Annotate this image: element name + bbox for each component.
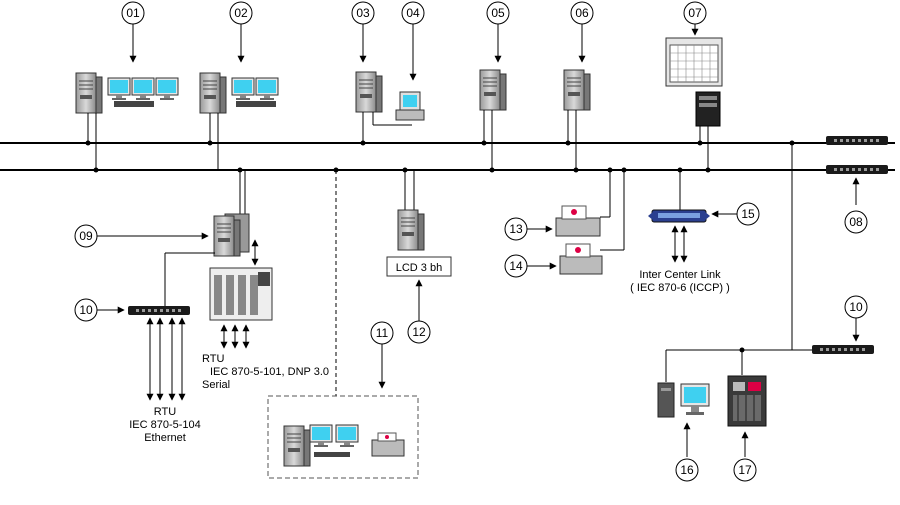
callout-06: 06 [570,1,594,25]
callout-15: 15 [736,202,760,226]
svg-text:10: 10 [79,303,93,317]
rtu-rack [209,267,273,321]
callout-01: 01 [121,1,145,25]
callout-10-right: 10 [844,295,868,319]
router-15 [648,209,710,223]
rtu-eth-line1: RTU [154,406,176,418]
remote-workstation-11 [267,395,419,479]
lcd-server-12 [397,209,425,251]
callout-09: 09 [74,224,98,248]
callout-12: 12 [407,320,431,344]
rtu-serial-line1: RTU [202,353,224,365]
svg-text:14: 14 [509,259,523,273]
svg-text:16: 16 [680,463,694,477]
svg-text:04: 04 [406,6,420,20]
server-03 [355,71,412,143]
svg-text:13: 13 [509,222,523,236]
rtu-serial-line3: Serial [202,379,230,391]
callout-14: 14 [504,254,528,278]
rtu-eth-line2: IEC 870-5-104 [129,419,201,431]
svg-text:08: 08 [849,215,863,229]
callout-17: 17 [733,458,757,482]
callout-04: 04 [401,1,425,25]
rtu-eth-line3: Ethernet [144,432,186,444]
printer-14 [559,243,603,275]
server-06 [563,69,591,170]
svg-text:06: 06 [575,6,589,20]
svg-text:10: 10 [849,300,863,314]
callout-03: 03 [351,1,375,25]
callout-10-left: 10 [74,298,98,322]
svg-text:02: 02 [234,6,248,20]
icl-line1: Inter Center Link [639,269,721,281]
svg-text:11: 11 [376,326,389,340]
workstation-16 [657,382,710,418]
switch-top [826,136,888,145]
workstation-02 [199,72,279,170]
junction-dots [85,140,795,353]
lcd-box: LCD 3 bh [386,256,452,277]
printer-13 [555,205,601,237]
rack-17 [727,375,767,427]
svg-text:LCD 3 bh: LCD 3 bh [396,262,442,274]
callout-16: 16 [675,458,699,482]
callout-08: 08 [844,210,868,234]
svg-text:09: 09 [79,229,93,243]
svg-text:03: 03 [356,6,370,20]
rtu-serial-line2: IEC 870-5-101, DNP 3.0 [210,366,329,378]
switch-rtu-ethernet [128,306,190,315]
switch-bottom [826,165,888,174]
svg-text:05: 05 [491,6,505,20]
workstation-01 [75,72,179,170]
icl-line2: ( IEC 870-6 (ICCP) ) [630,282,730,294]
wall-display-07 [665,37,723,170]
server-05 [479,69,507,170]
callout-02: 02 [229,1,253,25]
svg-text:17: 17 [738,463,752,477]
svg-text:07: 07 [688,6,702,20]
laptop-04 [395,91,425,121]
callout-11: 11 [370,321,394,345]
callout-07: 07 [683,1,707,25]
front-end-server-09 [213,213,250,257]
callout-13: 13 [504,217,528,241]
svg-text:15: 15 [741,207,755,221]
callout-05: 05 [486,1,510,25]
svg-text:12: 12 [412,325,426,339]
svg-text:01: 01 [126,6,140,20]
switch-right-branch [812,345,874,354]
